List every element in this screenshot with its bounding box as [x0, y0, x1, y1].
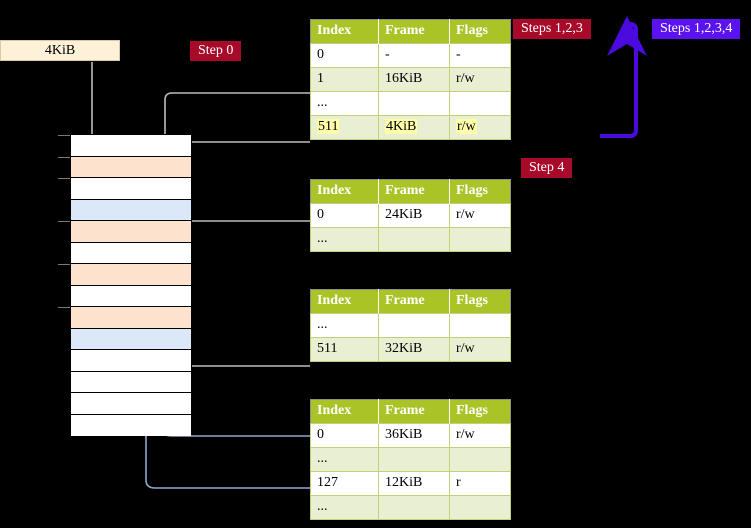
column-header-flags: Flags — [449, 19, 511, 44]
cell-index: ... — [310, 495, 379, 520]
cell-frame — [378, 227, 450, 252]
memory-tick — [58, 135, 70, 136]
memory-row — [71, 307, 191, 329]
cell-index: 1 — [310, 67, 379, 92]
cell-flags — [449, 227, 511, 252]
cell-index: ... — [310, 447, 379, 472]
memory-row — [71, 350, 191, 372]
cell-frame: 16KiB — [378, 67, 450, 92]
cell-index: 0 — [310, 43, 379, 68]
memory-row — [71, 285, 191, 307]
memory-row — [71, 242, 191, 264]
cell-flags: r/w — [449, 67, 511, 92]
memory-row — [71, 221, 191, 243]
column-header-index: Index — [310, 289, 379, 314]
cell-flags: r — [449, 471, 511, 496]
badge-step-4: Step 4 — [521, 158, 573, 178]
column-header-index: Index — [310, 19, 379, 44]
cell-index: 0 — [310, 423, 379, 448]
cell-frame: 4KiB — [378, 115, 450, 140]
cell-frame — [378, 91, 450, 116]
table-row: ... — [310, 495, 511, 520]
cell-flags — [449, 313, 511, 338]
cell-flags: r/w — [449, 423, 511, 448]
cell-flags — [449, 495, 511, 520]
column-header-flags: Flags — [449, 179, 511, 204]
cell-flags — [449, 447, 511, 472]
column-header-frame: Frame — [378, 289, 450, 314]
cell-flags — [449, 91, 511, 116]
cell-frame: 12KiB — [378, 471, 450, 496]
memory-row — [71, 328, 191, 350]
column-header-flags: Flags — [449, 289, 511, 314]
memory-row — [71, 264, 191, 286]
memory-row — [71, 414, 191, 436]
frame-size-box: 4KiB — [0, 40, 120, 61]
table-row: ... — [310, 91, 511, 116]
cell-index: ... — [310, 227, 379, 252]
cell-frame — [378, 313, 450, 338]
memory-tick — [58, 178, 70, 179]
column-header-index: Index — [310, 179, 379, 204]
cell-frame: 24KiB — [378, 203, 450, 228]
memory-tick — [58, 307, 70, 308]
cell-flags: r/w — [449, 203, 511, 228]
cell-index: 127 — [310, 471, 379, 496]
column-header-frame: Frame — [378, 399, 450, 424]
cell-frame: - — [378, 43, 450, 68]
memory-row — [71, 199, 191, 221]
cell-frame: 36KiB — [378, 423, 450, 448]
memory-row — [71, 393, 191, 415]
cell-index: 511 — [310, 115, 379, 140]
badge-step-0: Step 0 — [190, 41, 242, 61]
cell-flags: r/w — [449, 115, 511, 140]
column-header-frame: Frame — [378, 19, 450, 44]
table-row: ... — [310, 313, 511, 338]
cell-flags: - — [449, 43, 511, 68]
table-row: ... — [310, 227, 511, 252]
physical-memory-column — [58, 134, 192, 436]
column-header-index: Index — [310, 399, 379, 424]
badge-steps-1-2-3-4: Steps 1,2,3,4 — [652, 19, 741, 39]
column-header-flags: Flags — [449, 399, 511, 424]
cell-index: 0 — [310, 203, 379, 228]
cell-flags: r/w — [449, 337, 511, 362]
memory-row — [71, 135, 191, 157]
frame-size-label: 4KiB — [44, 42, 76, 58]
cell-index: ... — [310, 91, 379, 116]
cell-frame: 32KiB — [378, 337, 450, 362]
cell-index: 511 — [310, 337, 379, 362]
memory-tick — [58, 264, 70, 265]
badge-steps-1-2-3: Steps 1,2,3 — [513, 19, 591, 39]
memory-tick — [58, 221, 70, 222]
cell-frame — [378, 495, 450, 520]
memory-row — [71, 371, 191, 393]
memory-row — [71, 156, 191, 178]
memory-tick — [58, 156, 70, 158]
memory-row — [71, 178, 191, 200]
cell-index: ... — [310, 313, 379, 338]
table-row: 0-- — [310, 43, 511, 68]
table-row: ... — [310, 447, 511, 472]
cell-frame — [378, 447, 450, 472]
column-header-frame: Frame — [378, 179, 450, 204]
